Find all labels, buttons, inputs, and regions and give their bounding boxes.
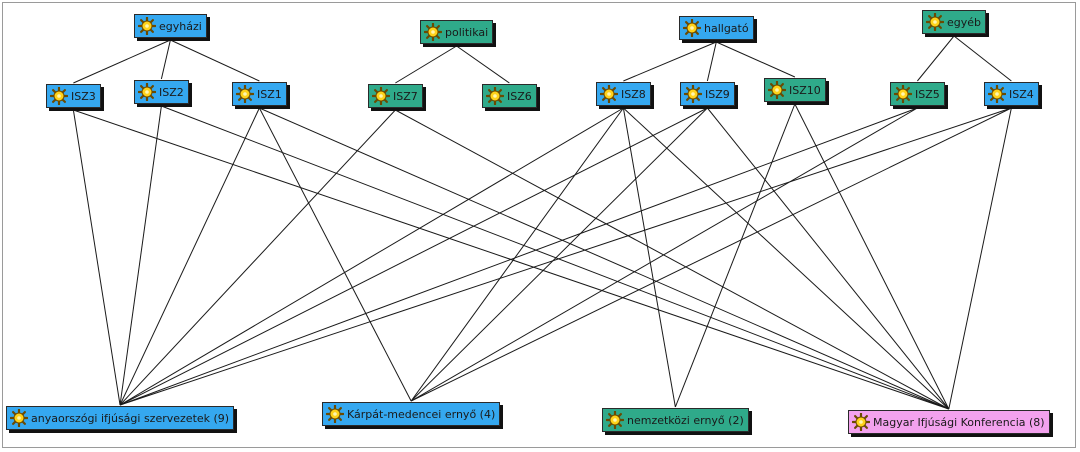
- edge-egyeb-isz4: [953, 35, 1012, 82]
- edge-isz8-nemzetkozi: [622, 107, 676, 408]
- node-isz6[interactable]: ISZ6: [482, 84, 537, 108]
- node-mik[interactable]: Magyar Ifjúsági Konferencia (8): [848, 410, 1050, 434]
- edge-isz9-karpat: [410, 107, 708, 402]
- edge-hallgato-isz8: [623, 41, 717, 82]
- edge-isz1-mik: [259, 107, 949, 410]
- sun-gear-icon: [988, 85, 1006, 103]
- node-isz3[interactable]: ISZ3: [46, 84, 101, 108]
- node-isz10[interactable]: ISZ10: [764, 78, 826, 102]
- edge-politikai-isz7: [395, 45, 457, 84]
- edge-hallgato-isz10: [716, 41, 796, 78]
- edge-isz7-mik: [395, 109, 950, 410]
- node-label: nemzetközi ernyő (2): [627, 413, 744, 427]
- sun-gear-icon: [926, 13, 944, 31]
- edge-isz2-anyaorszagi: [119, 105, 162, 406]
- edge-politikai-isz6: [456, 45, 510, 84]
- sun-gear-icon: [852, 413, 870, 431]
- sun-gear-icon: [424, 23, 442, 41]
- sun-gear-icon: [684, 85, 702, 103]
- node-label: ISZ4: [1009, 87, 1034, 101]
- node-label: anyaorszógi ifjúsági szervezetek (9): [31, 411, 230, 425]
- node-label: ISZ9: [705, 87, 730, 101]
- edge-isz10-nemzetkozi: [674, 103, 796, 408]
- edge-egyhazi-isz3: [73, 39, 171, 84]
- node-nemzetkozi[interactable]: nemzetközi ernyő (2): [602, 408, 749, 432]
- node-politikai[interactable]: politikai: [420, 20, 494, 44]
- node-hallgato[interactable]: hallgató: [679, 16, 754, 40]
- node-label: Magyar Ifjúsági Konferencia (8): [873, 415, 1045, 429]
- node-label: ISZ2: [159, 85, 184, 99]
- sun-gear-icon: [10, 409, 28, 427]
- node-label: ISZ10: [789, 83, 821, 97]
- sun-gear-icon: [606, 411, 624, 429]
- sun-gear-icon: [600, 85, 618, 103]
- node-label: hallgató: [704, 21, 749, 35]
- sun-gear-icon: [486, 87, 504, 105]
- edge-isz8-mik: [623, 107, 950, 410]
- edge-egyeb-isz5: [916, 35, 955, 82]
- edge-isz9-anyaorszagi: [119, 107, 708, 406]
- edge-isz8-anyaorszagi: [119, 107, 624, 406]
- node-label: ISZ5: [915, 87, 940, 101]
- node-isz2[interactable]: ISZ2: [134, 80, 189, 104]
- node-label: Kárpát-medencei ernyő (4): [347, 407, 496, 421]
- edge-isz8-karpat: [410, 107, 624, 402]
- edge-isz7-anyaorszagi: [119, 109, 396, 406]
- edge-isz4-anyaorszagi: [119, 107, 1012, 406]
- edge-isz2-mik: [161, 105, 949, 410]
- sun-gear-icon: [326, 405, 344, 423]
- node-isz5[interactable]: ISZ5: [890, 82, 945, 106]
- node-karpat[interactable]: Kárpát-medencei ernyő (4): [322, 402, 501, 426]
- sun-gear-icon: [372, 87, 390, 105]
- edge-isz10-mik: [794, 103, 950, 410]
- edge-egyhazi-isz2: [160, 39, 171, 80]
- edge-isz4-mik: [948, 107, 1012, 410]
- edge-isz1-karpat: [258, 107, 412, 402]
- sun-gear-icon: [50, 87, 68, 105]
- sun-gear-icon: [683, 19, 701, 37]
- node-label: ISZ7: [393, 89, 418, 103]
- node-label: egyházi: [159, 19, 202, 33]
- node-isz8[interactable]: ISZ8: [596, 82, 651, 106]
- node-isz4[interactable]: ISZ4: [984, 82, 1039, 106]
- node-egyhazi[interactable]: egyházi: [134, 14, 207, 38]
- edge-isz9-mik: [706, 107, 950, 410]
- edge-isz5-anyaorszagi: [119, 107, 918, 406]
- node-isz1[interactable]: ISZ1: [232, 82, 287, 106]
- sun-gear-icon: [236, 85, 254, 103]
- edge-isz3-anyaorszagi: [72, 109, 121, 406]
- node-isz7[interactable]: ISZ7: [368, 84, 423, 108]
- node-label: ISZ3: [71, 89, 96, 103]
- node-anyaorszagi[interactable]: anyaorszógi ifjúsági szervezetek (9): [6, 406, 235, 430]
- edge-isz1-anyaorszagi: [119, 107, 260, 406]
- edge-isz4-karpat: [410, 107, 1012, 402]
- sun-gear-icon: [138, 17, 156, 35]
- sun-gear-icon: [768, 81, 786, 99]
- node-label: ISZ1: [257, 87, 282, 101]
- edge-hallgato-isz9: [706, 41, 717, 82]
- node-isz9[interactable]: ISZ9: [680, 82, 735, 106]
- node-egyeb[interactable]: egyéb: [922, 10, 987, 34]
- sun-gear-icon: [138, 83, 156, 101]
- sun-gear-icon: [894, 85, 912, 103]
- node-label: egyéb: [947, 15, 982, 29]
- node-label: ISZ8: [621, 87, 646, 101]
- edge-isz5-karpat: [410, 107, 918, 402]
- node-label: politikai: [445, 25, 489, 39]
- edge-egyhazi-isz1: [170, 39, 260, 82]
- node-label: ISZ6: [507, 89, 532, 103]
